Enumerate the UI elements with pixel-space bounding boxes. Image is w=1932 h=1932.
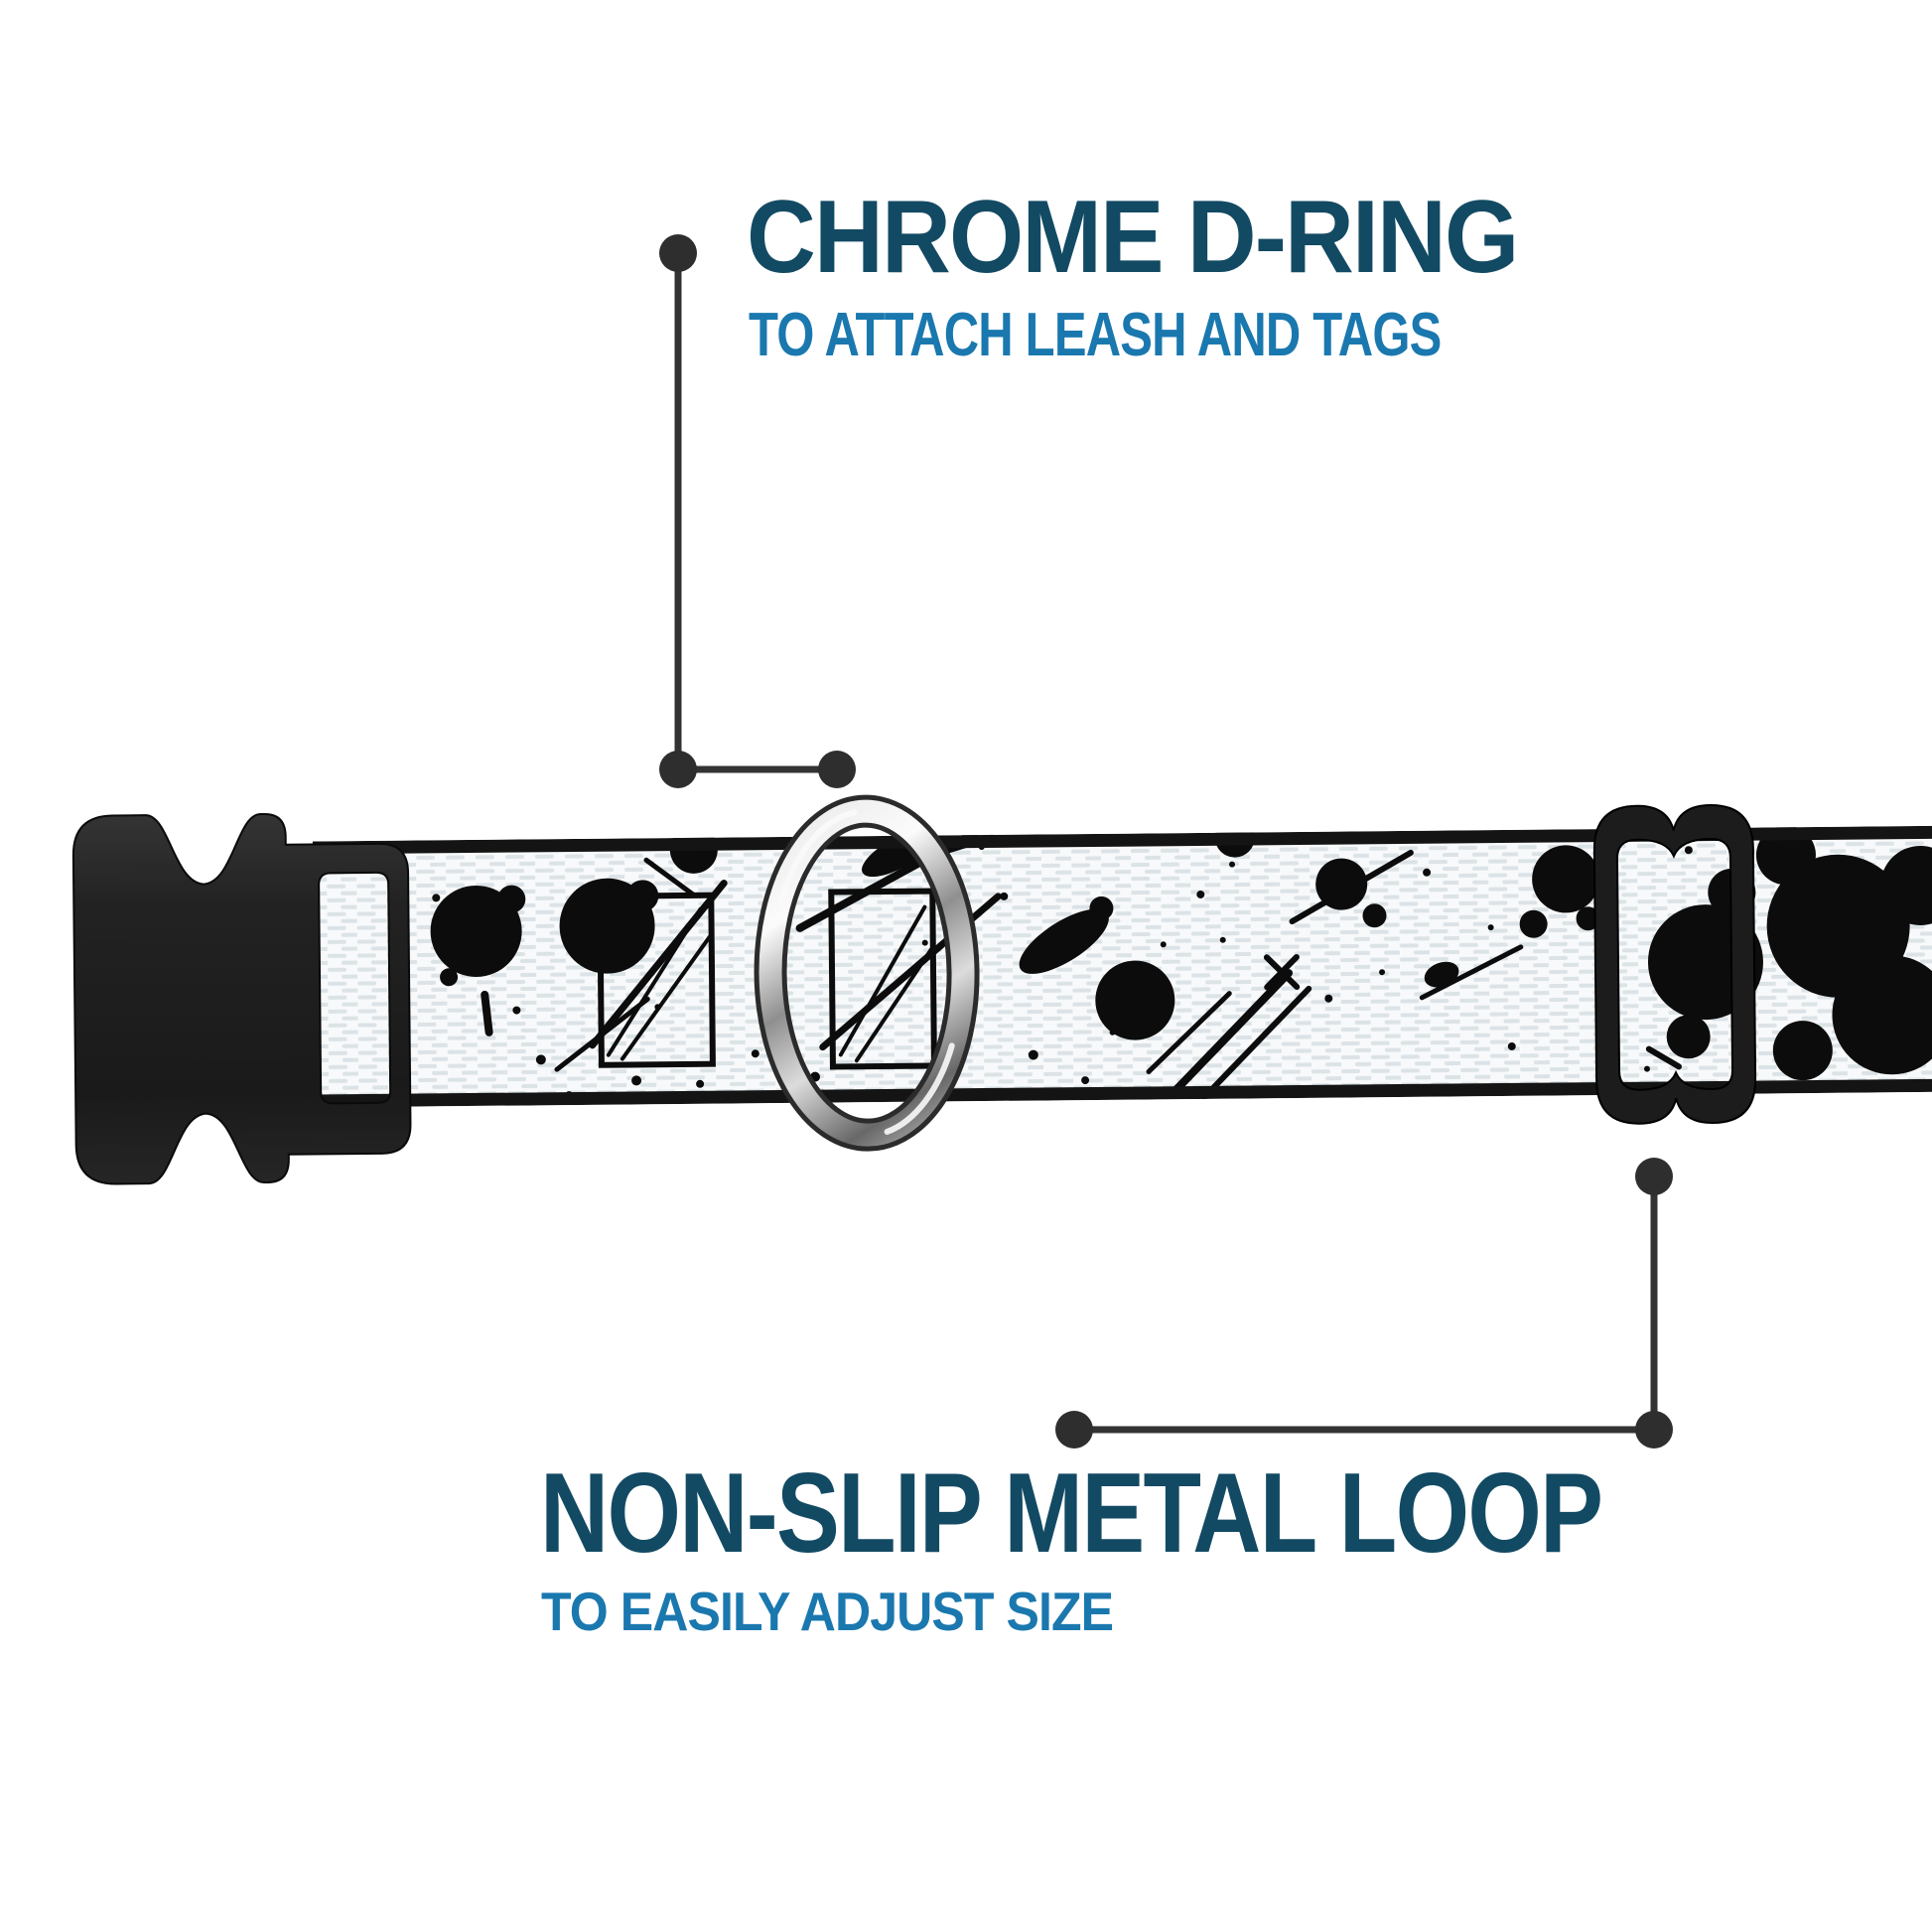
metal-slider-loop [1592,804,1757,1125]
callout-top-connector [659,234,856,788]
callout-dot [1055,1411,1093,1449]
top-callout-subtitle: TO ATTACH LEASH AND TAGS [749,301,1442,369]
collar-strap [312,825,1932,1108]
side-release-buckle [71,812,412,1185]
callout-dot [1635,1158,1673,1195]
callout-dot [1635,1411,1673,1449]
splatter-pattern [312,825,1932,1108]
bottom-callout-title: NON-SLIP METAL LOOP [540,1450,1603,1577]
callout-bottom-connector [1055,1158,1673,1449]
chrome-d-ring [754,794,980,1152]
bottom-callout-subtitle: TO EASILY ADJUST SIZE [541,1581,1114,1642]
spray-dots [432,825,1755,1100]
callout-dot [659,751,697,788]
top-callout-title: CHROME D-RING [747,180,1519,295]
callout-dot [659,234,697,272]
callout-dot [818,751,856,788]
